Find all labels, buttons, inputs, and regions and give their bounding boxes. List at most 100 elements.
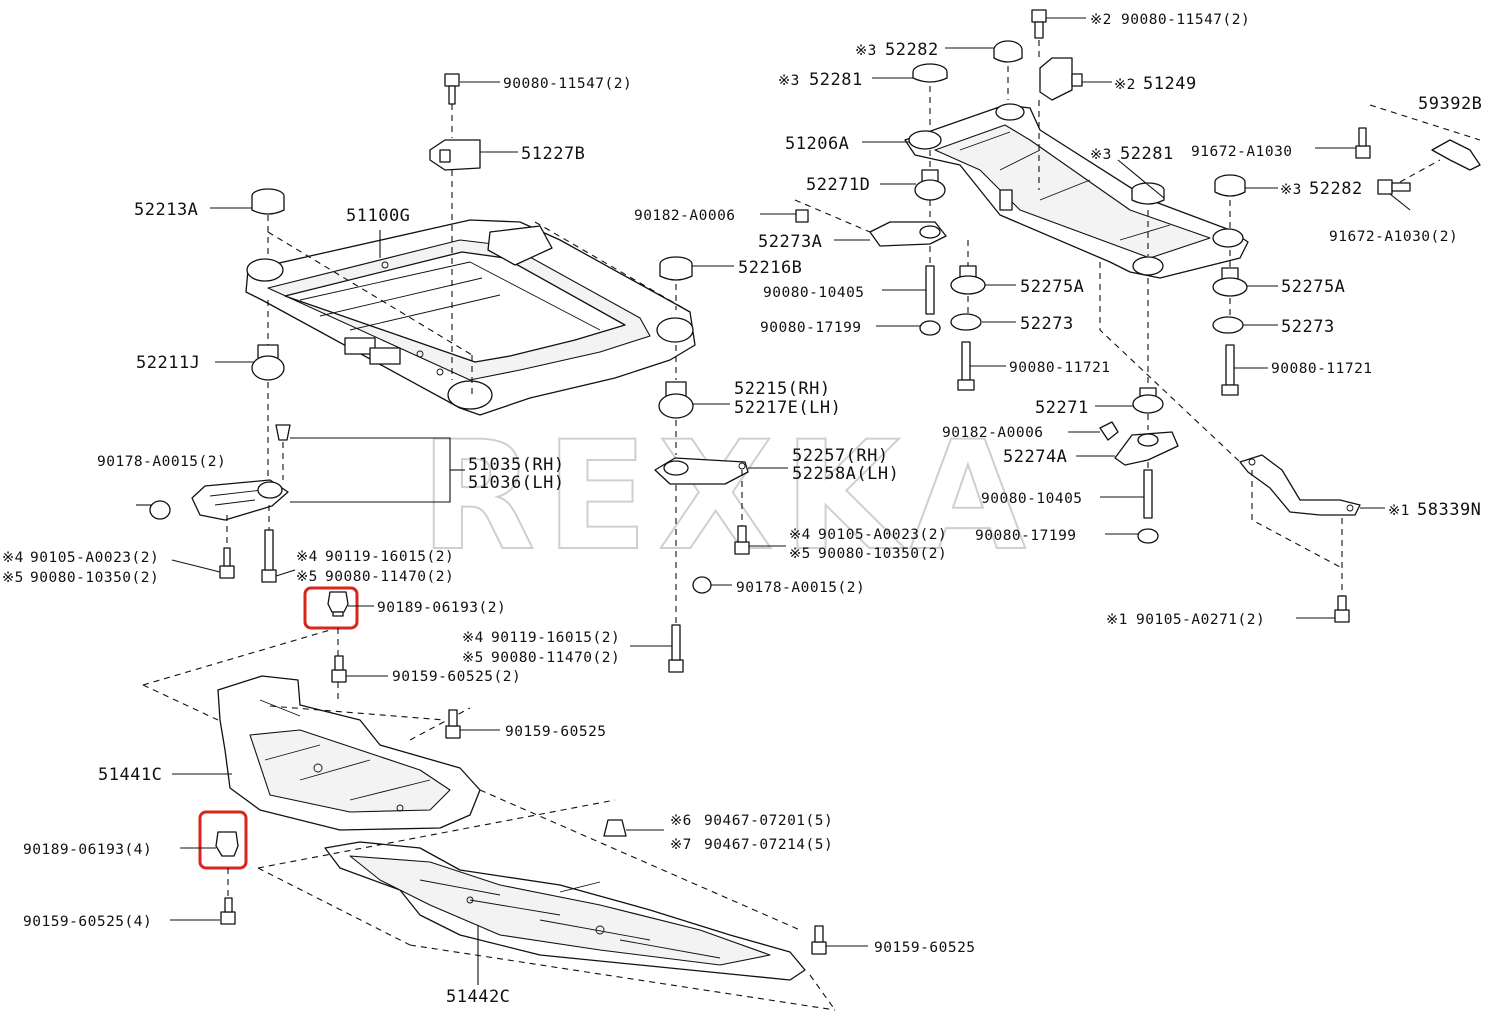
label-90159-60525-2: 90159-60525(2) [392,669,521,685]
label-90178-a0015-mid: 90178-A0015(2) [736,580,865,596]
marker-4-c: ※4 [462,630,484,646]
rear-member-51206a-drawing [904,103,1249,279]
label-90182-a0006-top: 90182-A0006 [634,208,736,224]
bolt-90159-60525-bottom [220,897,236,925]
bolt-91672-a1030-upper [1355,127,1371,159]
clip-90189-06193-bottom [215,831,239,857]
marker-5-mid: ※5 [789,546,811,562]
cushion-52275a-right [1212,267,1248,297]
marker-3-a: ※3 [855,43,877,59]
label-90159-60525-a: 90159-60525 [505,724,607,740]
watermark-text: REXKA [420,410,1036,584]
marker-3-b: ※3 [778,73,800,89]
highlight-box-top [303,586,359,630]
cushion-52275a-mid [950,265,986,295]
mount-52211j [251,344,285,381]
label-90080-10405-mid: 90080-10405 [981,491,1083,507]
label-52275a-right: 52275A [1281,277,1345,297]
marker-5-c: ※5 [462,650,484,666]
stud-90080-10405-mid [1143,469,1153,519]
crossmember-51100g-drawing [245,219,696,416]
label-90080-10350-left: 90080-10350(2) [30,570,159,586]
label-51442c: 51442C [446,987,510,1007]
label-52258a-lh: 52258A(LH) [792,464,899,484]
nut-90182-a0006-mid [1099,421,1119,441]
label-90467-07201: 90467-07201(5) [704,813,833,829]
bolt-91672-a1030-lower [1377,179,1411,195]
label-90159-60525-b: 90159-60525 [874,940,976,956]
label-90080-17199-top: 90080-17199 [760,320,862,336]
clip-90467 [603,819,627,837]
label-52281-left: 52281 [809,70,863,90]
brace-58339n [1239,454,1361,516]
stopper-52271d [914,169,946,201]
label-90080-11470-left: 90080-11470(2) [325,569,454,585]
nut-90182-a0006-top [795,209,809,223]
marker-7: ※7 [670,837,692,853]
bolt-90105-a0271 [1334,595,1350,623]
label-90080-10350-mid: 90080-10350(2) [818,546,947,562]
label-51441c: 51441C [98,765,162,785]
bracket-51249 [1039,57,1083,101]
marker-3-d: ※3 [1280,182,1302,198]
marker-3-c: ※3 [1090,147,1112,163]
label-59392b: 59392B [1418,94,1482,114]
bolt-90159-60525-top [331,655,347,683]
label-91672-a1030-2: 91672-A1030(2) [1329,229,1458,245]
marker-1-b: ※1 [1106,612,1128,628]
label-90159-60525-4: 90159-60525(4) [23,914,152,930]
label-90080-11721-right: 90080-11721 [1271,361,1373,377]
leader-lines [136,17,1411,985]
marker-2-top: ※2 [1090,12,1112,28]
label-90105-a0271: 90105-A0271(2) [1136,612,1265,628]
nut-90080-17199-mid [1137,528,1159,544]
label-52211j: 52211J [136,353,200,373]
clip-90189-06193-top [327,591,349,617]
label-90080-11721-mid: 90080-11721 [1009,360,1111,376]
label-90080-11470-mid: 90080-11470(2) [491,650,620,666]
marker-5-b: ※5 [296,569,318,585]
label-52282-right: 52282 [1309,179,1363,199]
bolt-90080-11721-right [1221,344,1239,396]
bolt-90159-60525-mid [445,709,461,739]
mount-52216b [659,256,693,281]
bolt-90080-11547-rear [1031,9,1047,39]
bolt-90080-11721-mid [957,341,975,391]
label-52281-right: 52281 [1120,144,1174,164]
nut-90080-17199-top [919,320,941,336]
label-90467-07214: 90467-07214(5) [704,837,833,853]
bolt-90119-16015-left [261,529,277,583]
bracket-51227b [429,139,481,171]
engine-under-cover-51442c [324,841,806,981]
label-90119-16015-left: 90119-16015(2) [325,549,454,565]
label-51100g: 51100G [346,206,410,226]
bolt-90159-60525-right [811,925,827,955]
cushion-52281-top [912,63,948,83]
label-52271: 52271 [1035,398,1089,418]
label-52273a: 52273A [758,232,822,252]
stud-90080-10405-top [925,265,935,315]
label-90080-11547-center: 90080-11547(2) [503,76,632,92]
label-90178-a0015-left: 90178-A0015(2) [97,454,226,470]
bracket-52274a [1114,431,1179,466]
label-90189-06193-4: 90189-06193(4) [23,842,152,858]
label-90189-06193-2: 90189-06193(2) [377,600,506,616]
marker-1-a: ※1 [1388,503,1410,519]
label-52215-rh: 52215(RH) [734,379,831,399]
label-91672-a1030: 91672-A1030 [1191,144,1293,160]
label-52217e-lh: 52217E(LH) [734,398,841,418]
label-51249: 51249 [1143,74,1197,94]
stopper-52271 [1132,387,1164,414]
marker-4-mid: ※4 [789,527,811,543]
label-90119-16015-mid: 90119-16015(2) [491,630,620,646]
marker-4-left: ※4 [2,550,24,566]
label-51035-rh: 51035(RH) [468,455,565,475]
label-90080-11547-top: 90080-11547(2) [1121,12,1250,28]
washer-52273-mid [950,313,982,331]
label-51227b: 51227B [521,144,585,164]
label-52273-right: 52273 [1281,317,1335,337]
label-90105-a0023-mid: 90105-A0023(2) [818,527,947,543]
label-90182-a0006-mid: 90182-A0006 [942,425,1044,441]
bolt-90105-a0023-left [219,547,235,579]
